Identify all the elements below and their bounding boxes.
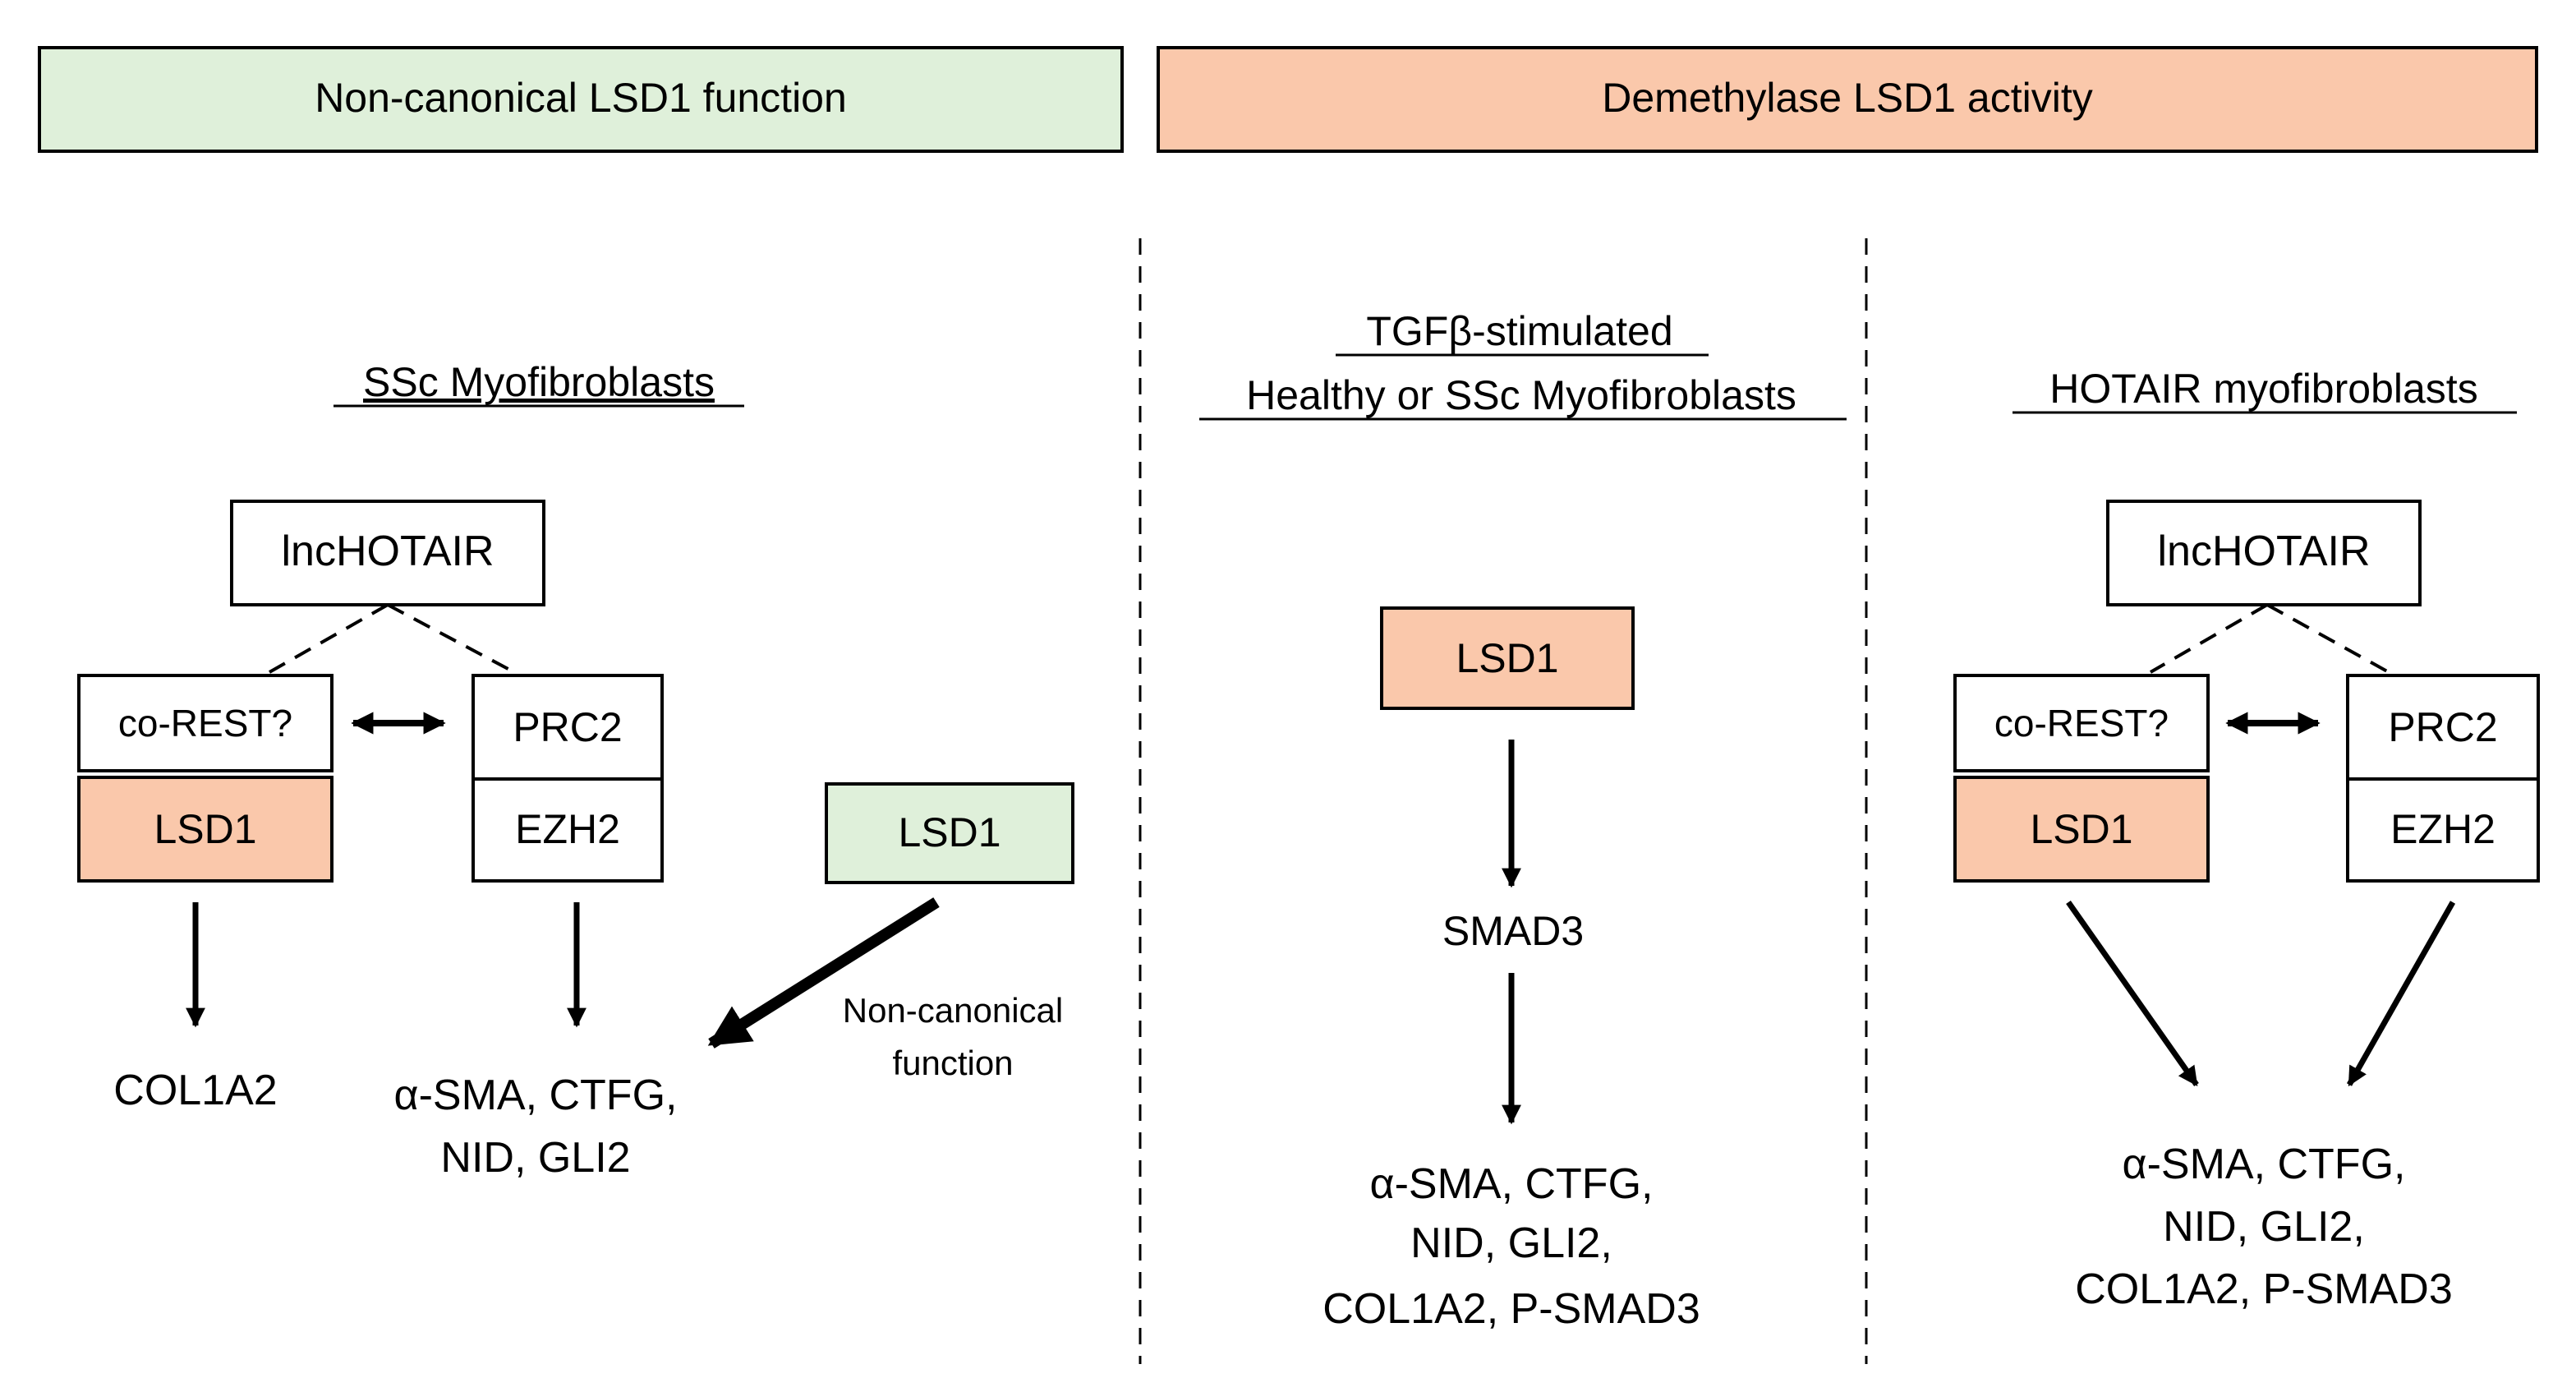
ezh2-label: EZH2	[515, 806, 620, 852]
panel-mid-title-line1: TGFβ-stimulated	[1366, 308, 1672, 354]
prc2-label: PRC2	[513, 704, 622, 750]
right-lsd1-label: LSD1	[2030, 806, 2132, 852]
panel-left: SSc Myofibroblasts lncHOTAIR co-REST? LS…	[77, 359, 1074, 1182]
mid-lsd1-box	[1380, 606, 1635, 710]
panel-right-title: HOTAIR myofibroblasts	[2049, 366, 2477, 412]
ezh2-box	[472, 777, 664, 883]
right-lnchotair-box	[2106, 500, 2422, 606]
lnchotair-label: lncHOTAIR	[281, 528, 494, 575]
targets-right-line1: α-SMA, CTFG,	[2123, 1141, 2406, 1188]
right-dashed-link-prc2	[2266, 603, 2390, 674]
right-prc2-box	[2346, 674, 2540, 781]
right-arrow-ezh2	[2346, 901, 2456, 1087]
lsd1-green-label: LSD1	[898, 809, 1000, 855]
lnchotair-box	[230, 500, 545, 606]
right-arrow-lsd1	[2066, 900, 2199, 1087]
corest-label: co-REST?	[118, 702, 292, 744]
smad3-label: SMAD3	[1442, 908, 1584, 954]
panel-middle: TGFβ-stimulated Healthy or SSc Myofibrob…	[1199, 308, 1847, 1333]
mid-lsd1-label: LSD1	[1456, 635, 1558, 681]
header-right: Demethylase LSD1 activity	[1157, 46, 2538, 153]
right-corest-label: co-REST?	[1994, 702, 2169, 744]
right-corest-box	[1953, 674, 2210, 772]
corest-box	[77, 674, 334, 772]
panel-left-title: SSc Myofibroblasts	[363, 359, 715, 405]
right-ezh2-label: EZH2	[2390, 806, 2496, 852]
lsd1-box-salmon	[77, 776, 334, 883]
targets-right-line2: NID, GLI2,	[2163, 1203, 2365, 1251]
right-lnchotair-label: lncHOTAIR	[2157, 528, 2370, 575]
header-right-label: Demethylase LSD1 activity	[1602, 75, 2092, 121]
targets-mid-line3: COL1A2, P-SMAD3	[1322, 1285, 1700, 1333]
right-prc2-label: PRC2	[2388, 704, 2497, 750]
panel-mid-title-line2: Healthy or SSc Myofibroblasts	[1246, 372, 1796, 418]
header-left-box	[38, 46, 1124, 153]
header-left: Non-canonical LSD1 function	[38, 46, 1124, 153]
targets-left-line1: α-SMA, CTFG,	[394, 1072, 678, 1119]
right-ezh2-box	[2346, 777, 2540, 883]
targets-mid-line1: α-SMA, CTFG,	[1370, 1160, 1654, 1208]
header-left-label: Non-canonical LSD1 function	[315, 75, 847, 121]
prc2-box	[472, 674, 664, 781]
right-lsd1-box	[1953, 776, 2210, 883]
targets-mid-line2: NID, GLI2,	[1410, 1219, 1612, 1267]
noncanonical-line1: Non-canonical	[843, 991, 1064, 1030]
targets-right-line3: COL1A2, P-SMAD3	[2075, 1265, 2453, 1313]
dashed-link-corest	[269, 603, 389, 674]
col1a2-label: COL1A2	[113, 1067, 277, 1114]
right-dashed-link-corest	[2149, 603, 2269, 674]
targets-left-line2: NID, GLI2	[440, 1134, 630, 1182]
lsd1-label: LSD1	[154, 806, 256, 852]
noncanonical-line2: function	[892, 1044, 1013, 1082]
dashed-link-prc2	[387, 603, 515, 674]
panel-right: HOTAIR myofibroblasts lncHOTAIR co-REST?…	[1953, 366, 2540, 1313]
header-right-box	[1157, 46, 2538, 153]
lsd1-box-green	[825, 782, 1074, 884]
arrow-noncanonical	[707, 897, 940, 1049]
